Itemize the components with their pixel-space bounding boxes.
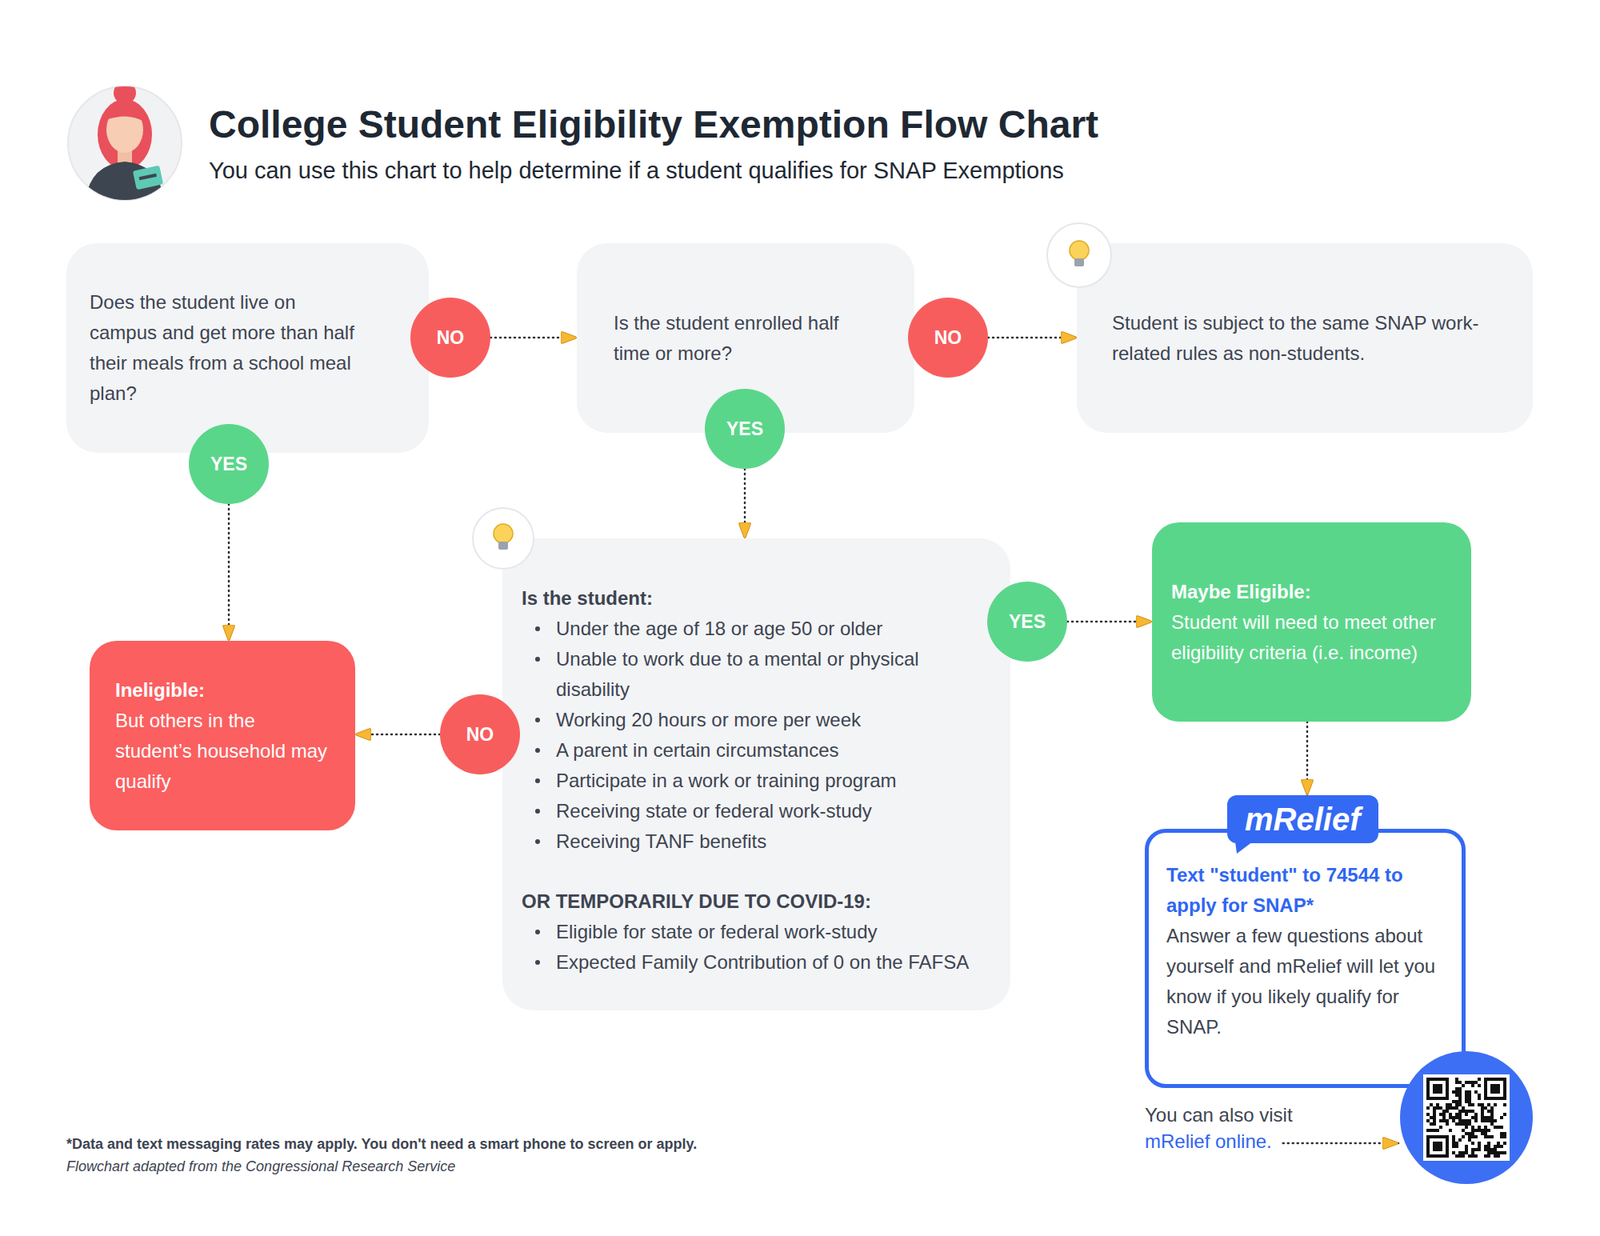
box-text: OR TEMPORARILY DUE TO COVID-19: bbox=[521, 886, 995, 917]
no-circle: NO bbox=[440, 694, 520, 775]
bullet-item: Expected Family Contribution of 0 on the… bbox=[521, 947, 991, 978]
bullet-item: Eligible for state or federal work-study bbox=[521, 916, 991, 948]
dotted-connector bbox=[355, 733, 440, 736]
logo-tab: mRelief bbox=[1227, 795, 1379, 844]
bullet-item: Working 20 hours or more per week bbox=[521, 704, 991, 736]
speech-tail bbox=[1235, 841, 1255, 855]
ineligible-box: Ineligible:But others in the student’s h… bbox=[89, 640, 356, 831]
bullet-dot bbox=[535, 717, 540, 723]
dotted-connector bbox=[490, 336, 577, 340]
box-heading: Ineligible: bbox=[115, 675, 336, 706]
link-text: mRelief online. bbox=[1144, 1129, 1272, 1154]
bullet-dot bbox=[535, 778, 540, 784]
bullet-text: Receiving TANF benefits bbox=[556, 826, 991, 857]
box-heading: Text "student" to 74544 to apply for SNA… bbox=[1166, 860, 1443, 921]
no-circle: NO bbox=[410, 297, 491, 378]
yes-circle: YES bbox=[188, 424, 269, 504]
result-box: Student is subject to the same SNAP work… bbox=[1076, 243, 1533, 433]
yes-circle: YES bbox=[987, 581, 1068, 662]
visit-note: You can also visit bbox=[1144, 1103, 1293, 1128]
box-text: Does the student live on campus and get … bbox=[89, 287, 366, 409]
box-text: NO bbox=[436, 327, 465, 349]
dotted-connector bbox=[1306, 721, 1309, 796]
box-heading: Maybe Eligible: bbox=[1171, 576, 1452, 608]
decision-box: Does the student live on campus and get … bbox=[66, 243, 429, 453]
dotted-connector bbox=[988, 336, 1077, 340]
bullet-dot bbox=[535, 626, 540, 632]
bullet-item: A parent in certain circumstances bbox=[521, 735, 991, 766]
bullet-item: Receiving state or federal work-study bbox=[521, 796, 991, 827]
bullet-dot bbox=[535, 748, 540, 753]
bullet-dot bbox=[535, 656, 540, 662]
box-text: mRelief bbox=[1244, 800, 1361, 839]
bullet-text: A parent in certain circumstances bbox=[556, 735, 991, 766]
bullet-item: Participate in a work or training progra… bbox=[521, 765, 991, 796]
box-text: NO bbox=[466, 724, 495, 746]
apply-box: Text "student" to 74544 to apply for SNA… bbox=[1144, 828, 1466, 1088]
bullet-text: Receiving state or federal work-study bbox=[556, 796, 991, 827]
box-text: YES bbox=[210, 453, 248, 476]
box-text: Student is subject to the same SNAP work… bbox=[1112, 308, 1509, 369]
box-text: NO bbox=[934, 327, 963, 349]
box-text: YES bbox=[1008, 611, 1046, 633]
bullet-text: Eligible for state or federal work-study bbox=[556, 916, 991, 948]
avatar-icon bbox=[68, 81, 182, 208]
leader-line bbox=[1283, 1142, 1399, 1145]
bullet-dot bbox=[535, 808, 540, 814]
box-text: YES bbox=[726, 418, 764, 440]
yes-circle: YES bbox=[704, 388, 785, 469]
bullet-item: Unable to work due to a mental or physic… bbox=[521, 644, 991, 705]
bullet-text: Under the age of 18 or age 50 or older bbox=[556, 613, 991, 644]
bullet-dot bbox=[535, 839, 540, 844]
bullet-text: Participate in a work or training progra… bbox=[556, 765, 991, 796]
box-text: Answer a few questions about yourself an… bbox=[1166, 920, 1443, 1043]
dotted-connector bbox=[744, 468, 747, 539]
box-text: But others in the student’s household ma… bbox=[115, 705, 336, 797]
dotted-connector bbox=[1067, 620, 1152, 624]
footnote: *Data and text messaging rates may apply… bbox=[66, 1134, 697, 1154]
chart-title: College Student Eligibility Exemption Fl… bbox=[208, 101, 1099, 148]
box-text: Student will need to meet other eligibil… bbox=[1171, 607, 1452, 668]
bullet-dot bbox=[535, 929, 540, 935]
bullet-dot bbox=[535, 960, 540, 965]
bullet-text: Unable to work due to a mental or physic… bbox=[556, 644, 991, 705]
source-note: Flowchart adapted from the Congressional… bbox=[66, 1156, 456, 1176]
no-circle: NO bbox=[908, 297, 988, 378]
box-heading: Is the student: bbox=[521, 583, 995, 614]
box-text: Is the student enrolled half time or mor… bbox=[613, 308, 862, 369]
dotted-connector bbox=[228, 504, 231, 641]
eligible-box: Maybe Eligible:Student will need to meet… bbox=[1152, 522, 1472, 722]
bullet-text: Working 20 hours or more per week bbox=[556, 704, 991, 736]
bullet-item: Receiving TANF benefits bbox=[521, 826, 991, 857]
subtitle: You can use this chart to help determine… bbox=[208, 156, 1064, 185]
bullet-item: Under the age of 18 or age 50 or older bbox=[521, 613, 991, 644]
leader-arrow bbox=[1283, 1143, 1399, 1144]
bullet-text: Expected Family Contribution of 0 on the… bbox=[556, 947, 991, 978]
criteria-box: Is the student:Under the age of 18 or ag… bbox=[502, 538, 1011, 1011]
